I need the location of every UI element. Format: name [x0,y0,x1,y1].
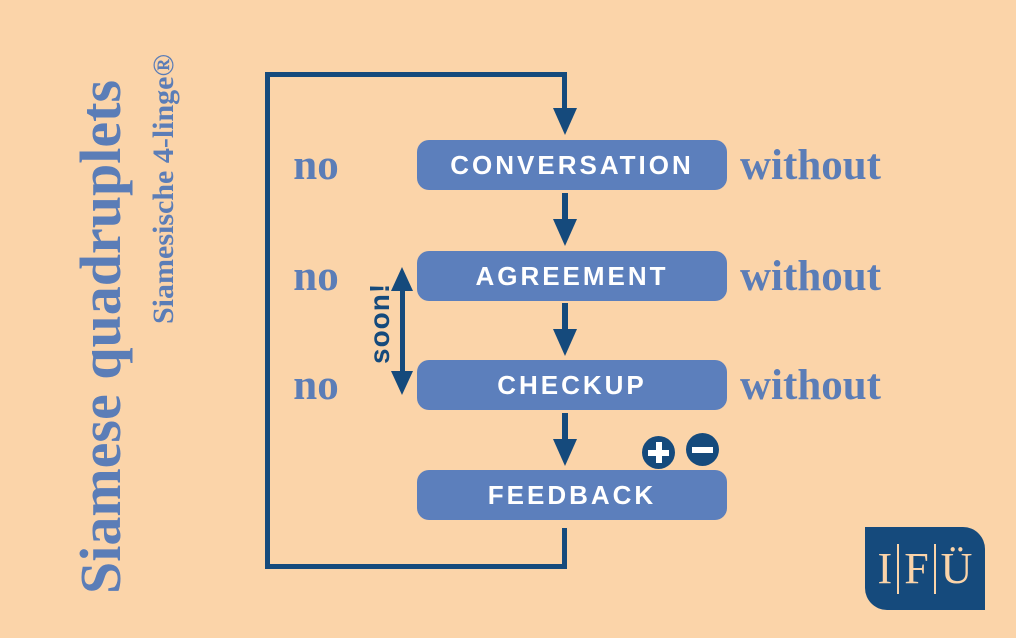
soon-arrow-down-head [391,371,413,395]
without-label-agreement: without [740,252,881,300]
minus-icon-bar [692,446,713,453]
soon-arrow-up-head [391,267,413,291]
plus-icon [642,436,675,469]
logo-divider [897,543,900,594]
flow-step-conversation: CONVERSATION [417,140,727,190]
flow-step-feedback: FEEDBACK [417,470,727,520]
feedback-loop-line [265,72,567,569]
ifu-logo: I F Ü [865,527,985,610]
minus-icon [686,433,719,466]
without-label-checkup: without [740,361,881,409]
plus-icon-bar-v [655,442,662,463]
flow-step-agreement: AGREEMENT [417,251,727,301]
arrow-checkup-feedback-head [553,439,577,466]
arrow-checkup-feedback-shaft [562,413,568,440]
no-label-agreement: no [293,252,339,300]
arrow-conversation-agreement-shaft [562,193,568,220]
flow-step-checkup: CHECKUP [417,360,727,410]
arrow-agreement-checkup-shaft [562,303,568,330]
feedback-return-stub [562,528,567,566]
main-title: Siamese quadruplets [68,79,133,594]
logo-letter-f: F [904,543,929,593]
soon-arrow-shaft [400,289,405,373]
loop-entry-shaft [562,75,567,109]
arrow-agreement-checkup-head [553,329,577,356]
subtitle: Siamesische 4-linge® [147,54,180,324]
no-label-conversation: no [293,141,339,189]
logo-divider [933,543,936,594]
logo-letter-u: Ü [940,543,973,593]
soon-label: soon! [364,282,395,364]
arrow-conversation-agreement-head [553,219,577,246]
loop-entry-arrowhead [553,108,577,135]
no-label-checkup: no [293,361,339,409]
logo-letter-i: I [877,543,893,593]
without-label-conversation: without [740,141,881,189]
